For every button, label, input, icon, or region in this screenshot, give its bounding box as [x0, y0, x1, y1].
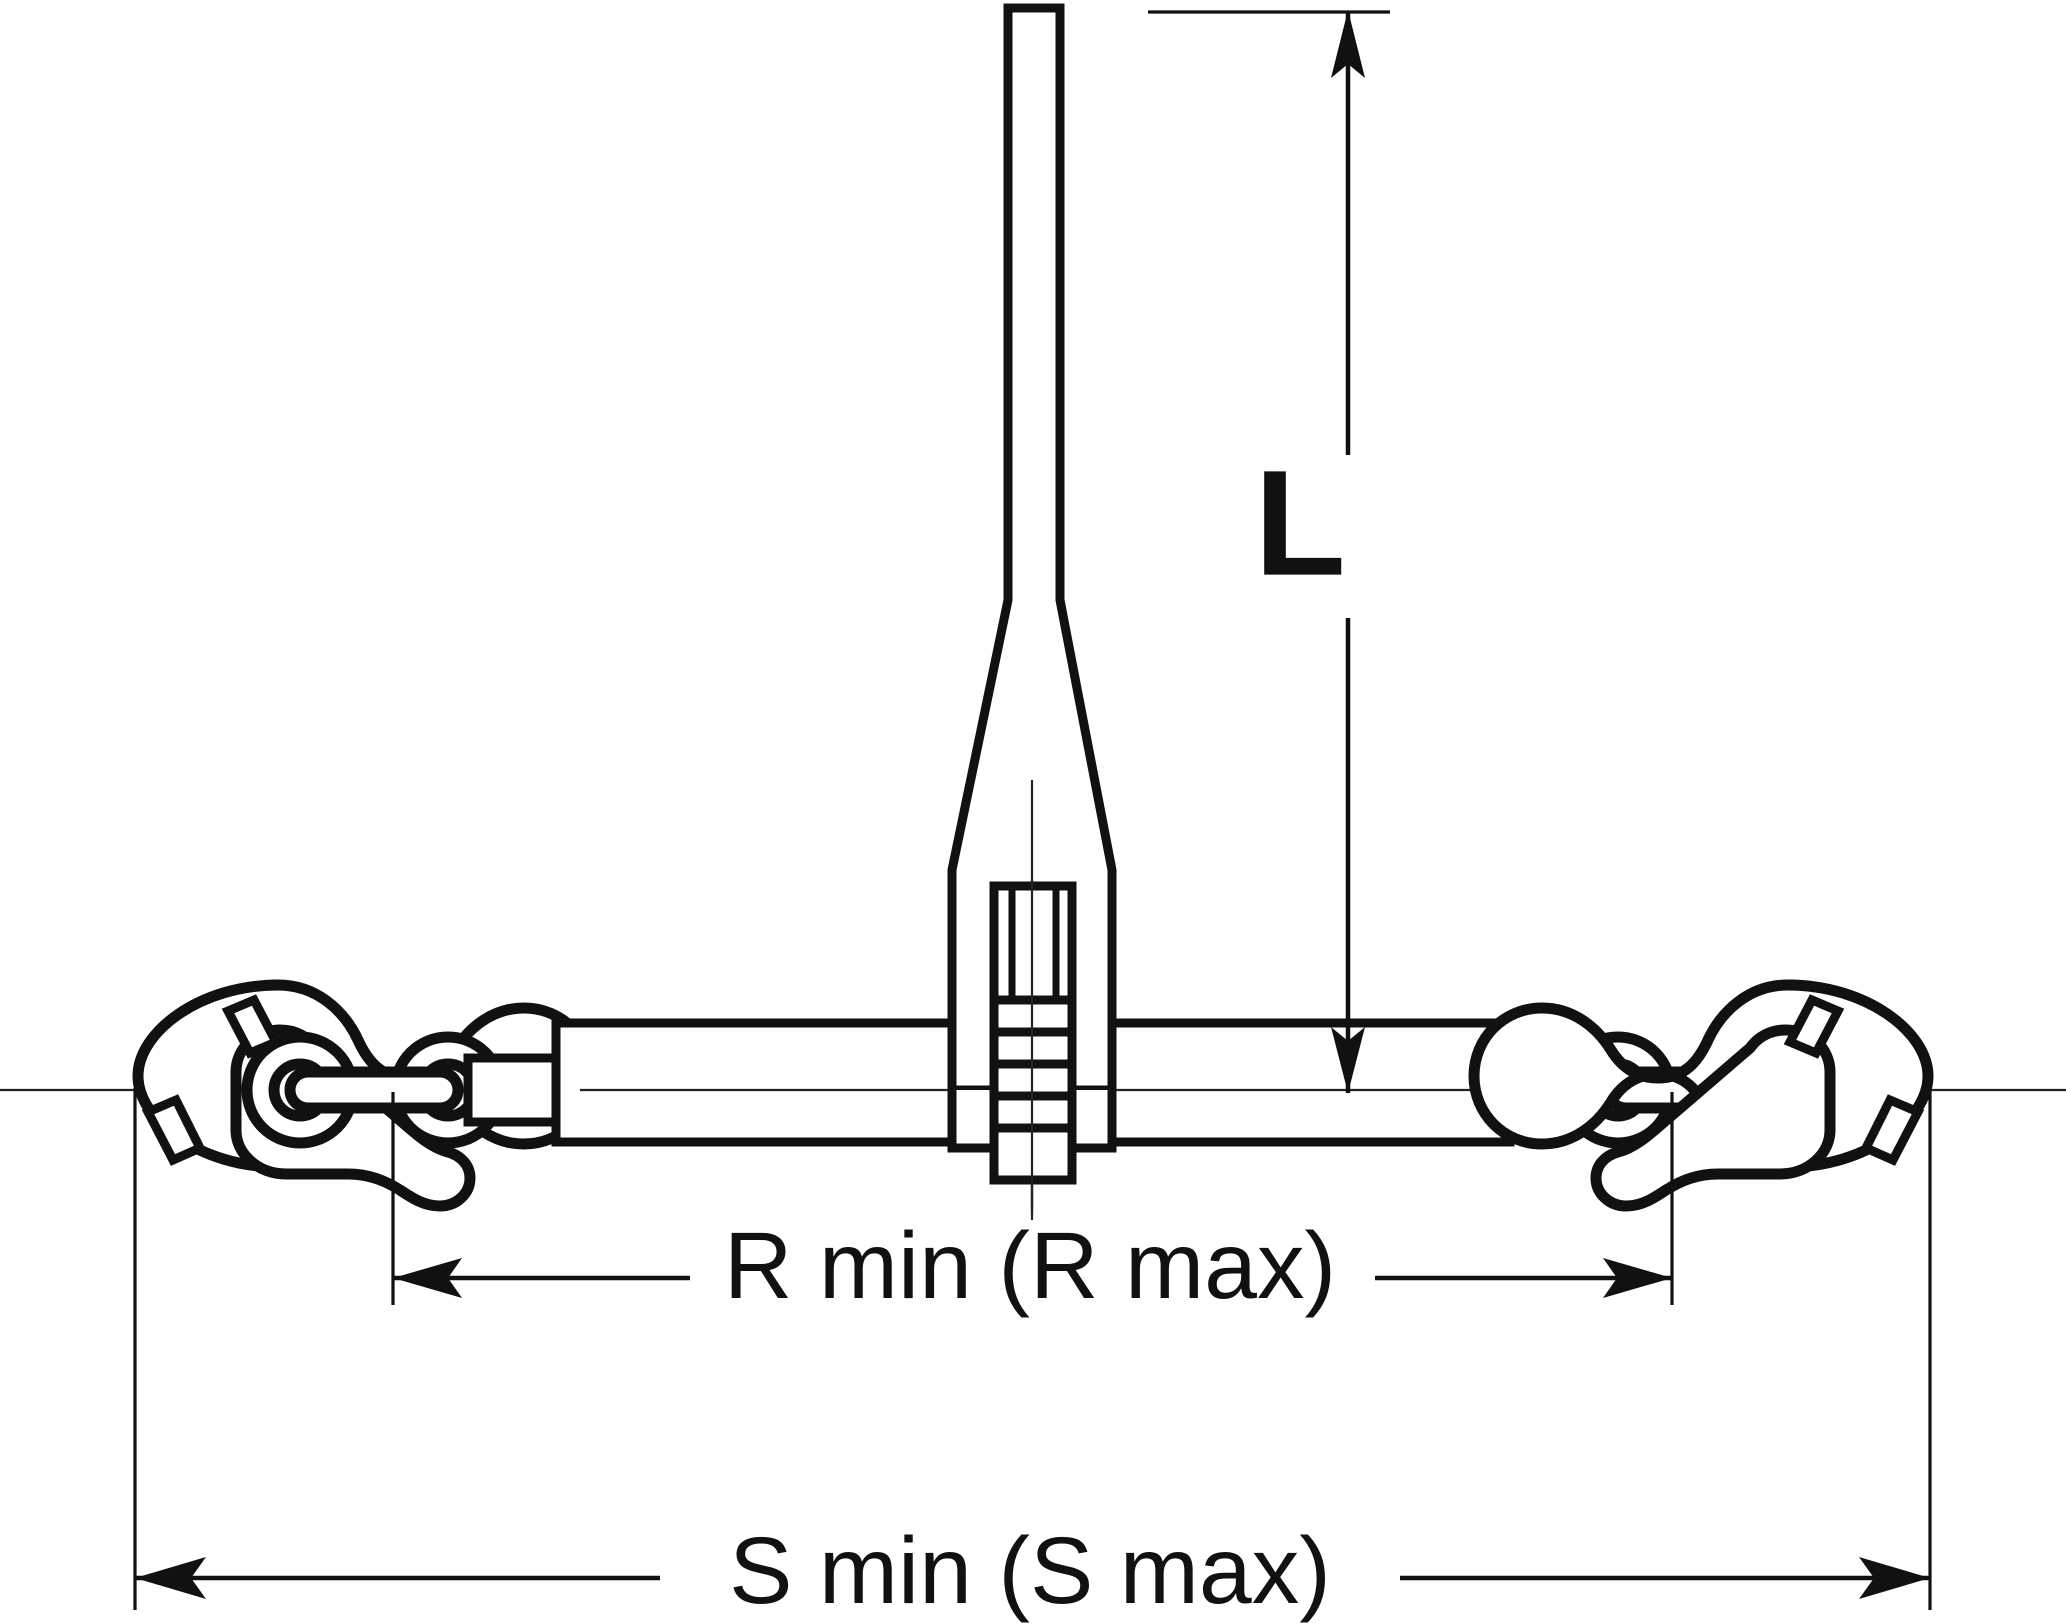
dimension-R-arrow-right — [1603, 1258, 1672, 1298]
left-threaded-rod — [463, 1053, 561, 1127]
right-hook-keeper-pin-upper — [1783, 994, 1845, 1059]
ratchet-gear-stack — [989, 880, 1077, 1215]
dimension-S: S min (S max) — [133, 1088, 1932, 1624]
left-link-bar — [284, 1066, 464, 1114]
dimension-L-arrow-down — [1331, 1027, 1365, 1093]
dimension-L-arrow-up — [1331, 10, 1365, 78]
dimension-L: L — [1148, 10, 1390, 1093]
dimension-S-arrow-right — [1859, 1557, 1930, 1599]
left-rod-and-body — [463, 1053, 561, 1127]
right-hook-assembly — [1468, 979, 1934, 1212]
dimension-R-label: R min (R max) — [724, 1213, 1336, 1319]
dimension-S-arrow-left — [135, 1557, 206, 1599]
right-hook-tongue — [1590, 1024, 1836, 1212]
dimension-R: R min (R max) — [391, 1092, 1674, 1319]
right-hook-keeper-pin-lower — [1859, 1094, 1925, 1166]
dimension-S-label: S min (S max) — [729, 1518, 1331, 1624]
left-hook-keeper-pin-lower — [141, 1094, 207, 1166]
dimension-L-label: L — [1254, 439, 1346, 607]
dimension-R-arrow-left — [393, 1258, 462, 1298]
